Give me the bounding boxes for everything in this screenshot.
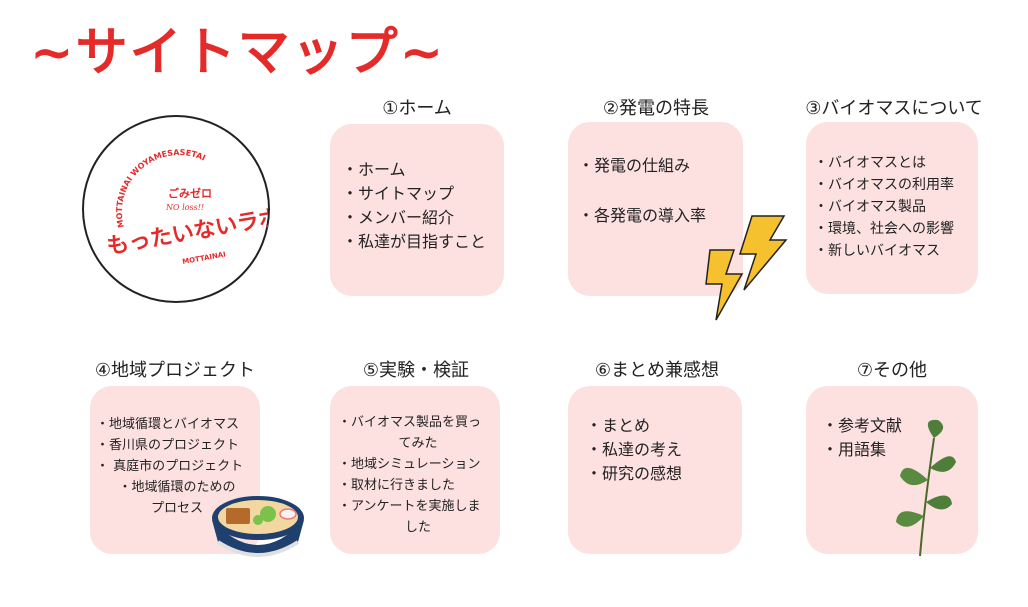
link-new-biomass[interactable]: ・新しいバイオマス [814, 243, 940, 259]
lightning-icon [705, 215, 788, 321]
section-heading-other: ⑦その他 [856, 360, 928, 381]
list-regional: ・地域循環とバイオマス ・香川県のプロジェクト ・ 真庭市のプロジェクト ・地域… [96, 414, 258, 519]
link-impact[interactable]: ・環境、社会への影響 [814, 221, 954, 237]
section-heading-summary: ⑥まとめ兼感想 [594, 360, 720, 381]
link-what-is-biomass[interactable]: ・バイオマスとは [814, 155, 926, 171]
udon-bowl-icon [212, 496, 304, 557]
link-references[interactable]: ・参考文献 [822, 416, 903, 435]
section-heading-regional: ④地域プロジェクト [94, 360, 256, 381]
link-adoption-rate[interactable]: ・各発電の導入率 [578, 206, 707, 225]
logo-badge: ごみゼロ [168, 186, 212, 200]
link-bought-products-cont: てみた [398, 436, 438, 451]
list-power: ・発電の仕組み ・各発電の導入率 [578, 154, 706, 228]
link-home[interactable]: ・ホーム [342, 160, 406, 179]
link-process-cont: プロセス [150, 501, 203, 516]
link-sitemap[interactable]: ・サイトマップ [342, 184, 455, 203]
section-heading-biomass: ③バイオマスについて [805, 98, 983, 119]
link-members[interactable]: ・メンバー紹介 [342, 208, 455, 227]
card-experiment: ・バイオマス製品を買っ てみた ・地域シミュレーション ・取材に行きました ・ア… [330, 386, 500, 554]
link-biomass-products[interactable]: ・バイオマス製品 [814, 199, 926, 215]
logo-graphic: MOTTAINAI WOYAMESASETAI ごみゼロ NO loss!! も… [105, 148, 268, 266]
page-title: ~サイトマップ~ [30, 23, 446, 83]
link-glossary[interactable]: ・用語集 [822, 440, 887, 459]
card-summary: ・まとめ ・私達の考え ・研究の感想 [568, 386, 742, 554]
list-experiment: ・バイオマス製品を買っ てみた ・地域シミュレーション ・取材に行きました ・ア… [338, 412, 498, 538]
card-other: ・参考文献 ・用語集 [806, 386, 978, 554]
link-goals[interactable]: ・私達が目指すこと [342, 232, 487, 251]
list-biomass: ・バイオマスとは ・バイオマスの利用率 ・バイオマス製品 ・環境、社会への影響 … [814, 152, 954, 262]
logo: MOTTAINAI WOYAMESASETAI ごみゼロ NO loss!! も… [82, 115, 270, 303]
link-simulation[interactable]: ・地域シミュレーション [338, 457, 481, 472]
link-process[interactable]: ・地域循環のための [118, 480, 236, 495]
logo-main-text: もったいないラボ [105, 205, 268, 260]
section-heading-power: ②発電の特長 [602, 98, 710, 119]
logo-tagline: NO loss!! [165, 203, 204, 212]
list-other: ・参考文献 ・用語集 [822, 414, 902, 462]
link-usage-rate[interactable]: ・バイオマスの利用率 [814, 177, 954, 193]
card-home: ・ホーム ・サイトマップ ・メンバー紹介 ・私達が目指すこと [330, 124, 504, 296]
link-summary[interactable]: ・まとめ [586, 416, 651, 435]
section-heading-experiment: ⑤実験・検証 [362, 360, 470, 381]
leaf-branch-icon [896, 419, 956, 557]
link-kagawa[interactable]: ・香川県のプロジェクト [96, 438, 240, 453]
link-survey-cont: した [404, 520, 431, 535]
list-home: ・ホーム ・サイトマップ ・メンバー紹介 ・私達が目指すこと [342, 158, 486, 254]
link-impressions[interactable]: ・研究の感想 [586, 464, 683, 483]
list-summary: ・まとめ ・私達の考え ・研究の感想 [586, 414, 682, 486]
link-bought-products[interactable]: ・バイオマス製品を買っ [338, 415, 482, 430]
logo-sub-text: MOTTAINAI [182, 250, 227, 266]
link-maniwa[interactable]: ・ 真庭市のプロジェクト [96, 459, 244, 474]
section-heading-home: ①ホーム [382, 98, 452, 119]
link-survey[interactable]: ・アンケートを実施しま [338, 499, 481, 514]
link-regional-cycle[interactable]: ・地域循環とバイオマス [96, 417, 240, 432]
link-our-thoughts[interactable]: ・私達の考え [586, 440, 683, 459]
link-mechanism[interactable]: ・発電の仕組み [578, 156, 691, 175]
card-biomass: ・バイオマスとは ・バイオマスの利用率 ・バイオマス製品 ・環境、社会への影響 … [806, 122, 978, 294]
link-interview[interactable]: ・取材に行きました [338, 478, 456, 493]
